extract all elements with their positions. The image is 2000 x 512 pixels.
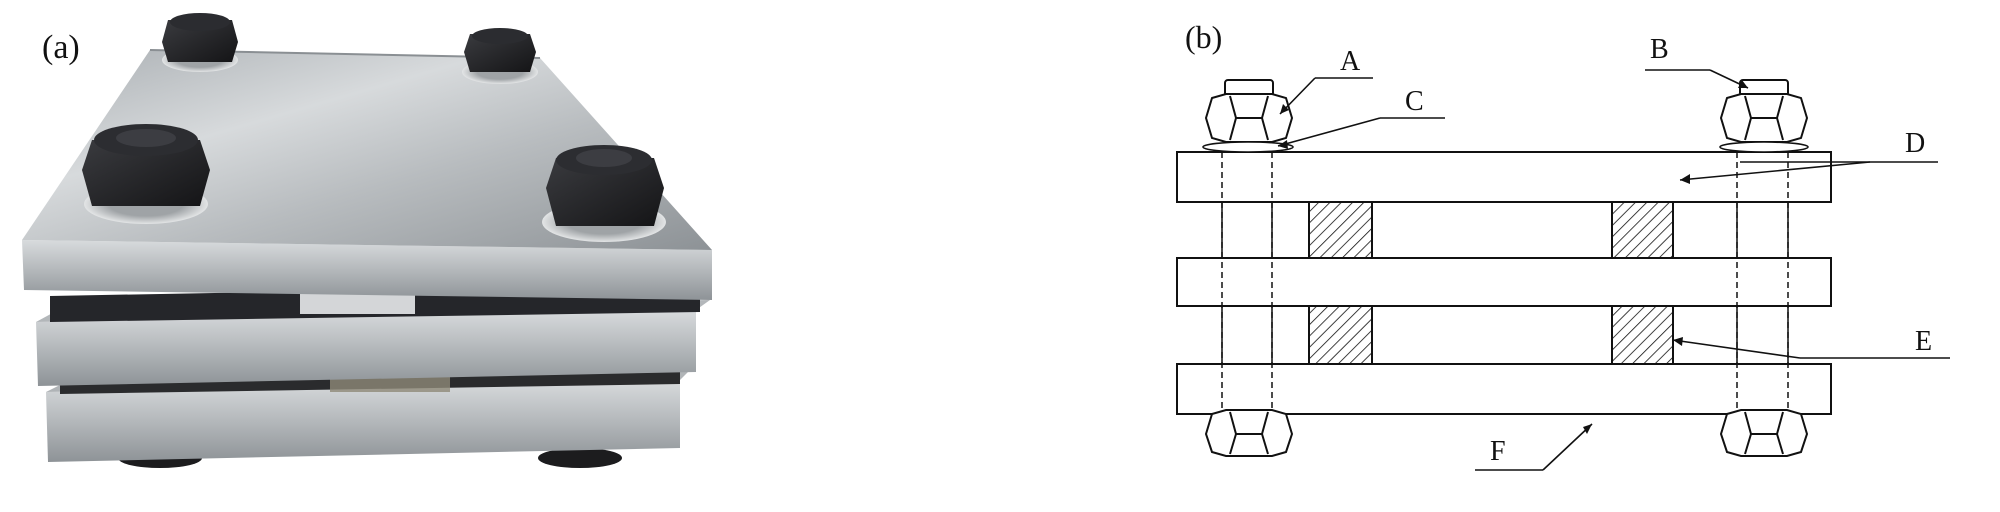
bolt-front-right [542, 145, 666, 242]
panel-b-label: (b) [1185, 19, 1222, 55]
bolt-front-left [82, 124, 210, 224]
middle-plate [36, 310, 696, 386]
panel-a-label: (a) [42, 29, 80, 66]
bottom-foot-right [538, 448, 622, 468]
nut-top-left [1204, 79, 1294, 143]
panel-a-photo: (a) [22, 13, 712, 468]
nut-bottom-right [1719, 409, 1809, 457]
bottom-plate [1176, 363, 1832, 415]
top-plate-edge [22, 240, 712, 300]
nut-bottom-left [1204, 409, 1294, 457]
callout-D: D [1905, 128, 1925, 159]
bolt-back-left [162, 13, 238, 72]
clamp-fixture-photo: (a) [22, 13, 712, 468]
spacer-top-left [1308, 201, 1373, 259]
spacer-bottom-right [1611, 305, 1674, 365]
washer-right [1719, 141, 1809, 153]
spacer-bottom-left [1308, 305, 1373, 365]
washer-left [1202, 141, 1294, 153]
panel-b-drawing: (b) [1000, 0, 2000, 512]
callout-F: F [1490, 436, 1506, 467]
callout-E: E [1915, 326, 1932, 357]
nut-top-right [1719, 79, 1809, 143]
bolt-back-right [462, 28, 538, 84]
callout-C: C [1405, 86, 1424, 117]
callout-A: A [1340, 46, 1361, 77]
spacer-top-right [1611, 201, 1674, 259]
callout-B: B [1650, 34, 1669, 65]
middle-plate [1176, 257, 1832, 307]
bottom-plate [46, 380, 680, 462]
top-plate [1176, 151, 1832, 203]
clamp-fixture-schematic: (b) [1176, 19, 1950, 471]
